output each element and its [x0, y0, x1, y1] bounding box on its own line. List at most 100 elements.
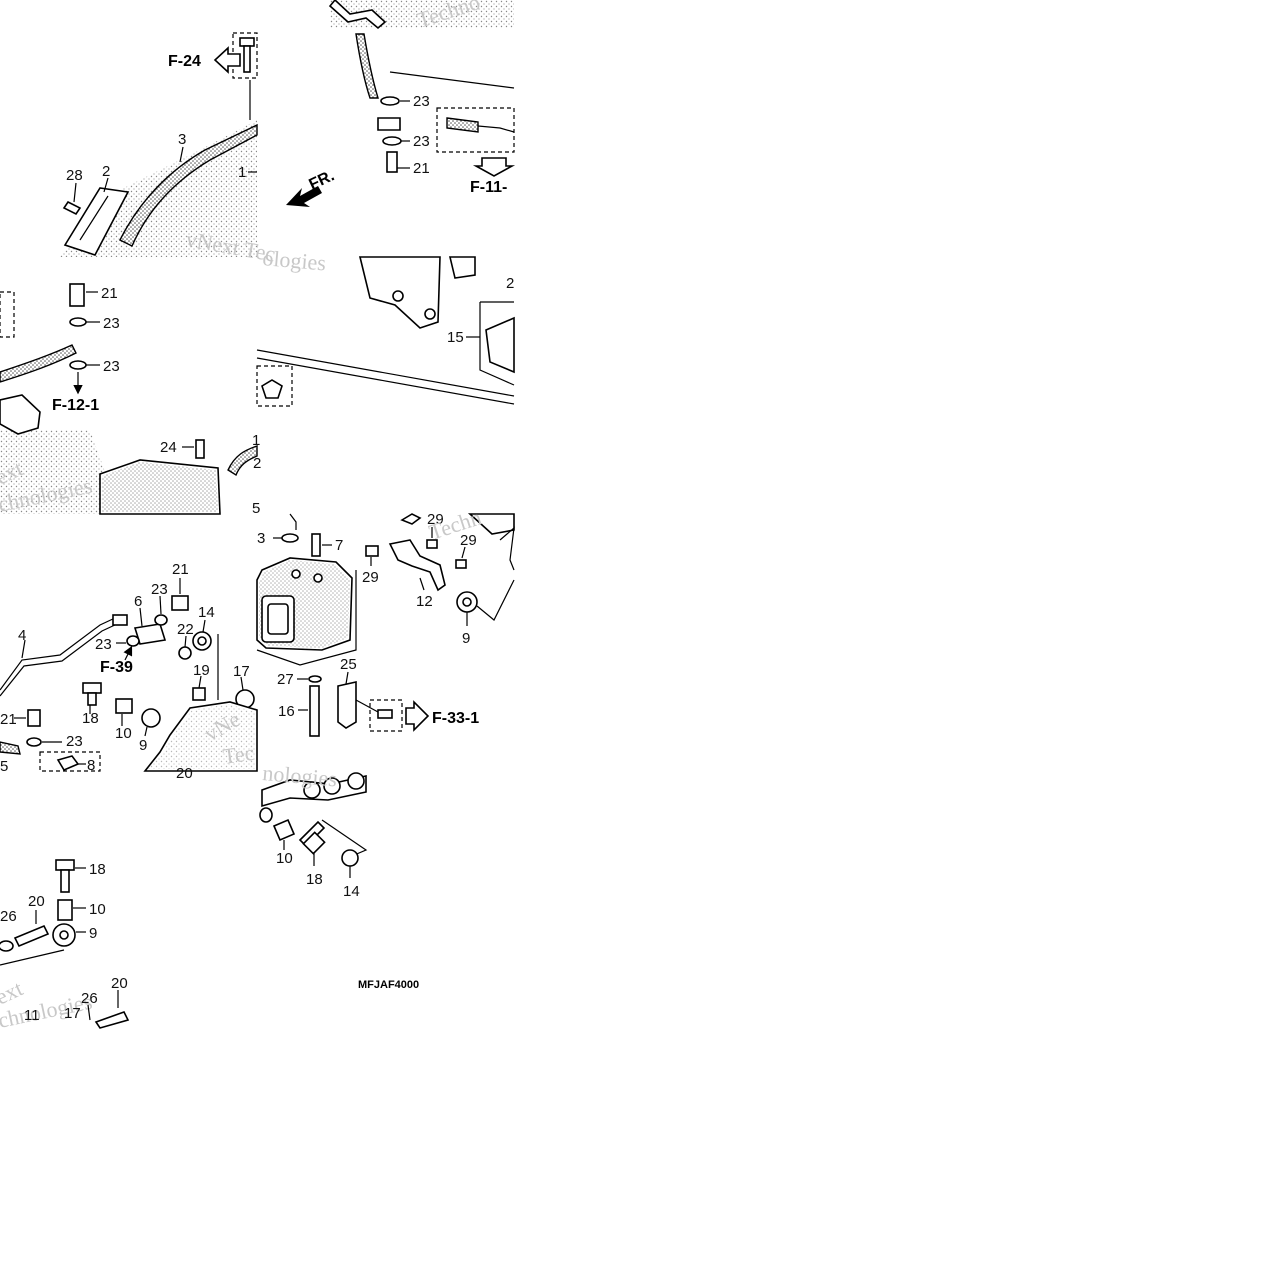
bolt-part: [27, 709, 41, 727]
callout-6: 6: [134, 593, 142, 610]
screw-part: [62, 200, 82, 216]
callout-23: 23: [413, 133, 430, 150]
callout-9: 9: [462, 630, 470, 647]
callout-2: 2: [253, 455, 261, 472]
callout-5: 5: [252, 500, 260, 517]
callout-21: 21: [101, 285, 118, 302]
tile-bracket-assembly: 4 6 21 23 23 F-39 14 22 19 17: [0, 561, 258, 782]
reference-f11: F-11-: [470, 179, 507, 196]
front-label: FR.: [307, 167, 338, 193]
fitting-part: [328, 0, 387, 30]
bolt-part: [69, 283, 85, 307]
grommet-part: [341, 849, 359, 867]
reference-arrow-f33: [405, 700, 430, 732]
callout-3: 3: [178, 131, 186, 148]
callout-19: 19: [193, 662, 210, 679]
bolt-part: [455, 559, 467, 569]
nipple-part: [311, 533, 321, 557]
port-part: [291, 569, 301, 579]
washer-part: [69, 360, 87, 370]
callout-10: 10: [115, 725, 132, 742]
brake-hose: [0, 344, 77, 383]
tile-hose-bracket: F-24 28 2 3 1 vNext Tec: [60, 32, 278, 267]
callout-15: 15: [447, 329, 464, 346]
washer-part: [380, 96, 400, 106]
callout-14: 14: [343, 883, 360, 900]
callout-23: 23: [66, 733, 83, 750]
dashed-box: [436, 107, 515, 153]
stay-part: [337, 681, 357, 729]
callout-20: 20: [111, 975, 128, 992]
bolt-head: [55, 859, 75, 871]
callout-22: 22: [177, 621, 194, 638]
washer-part: [281, 533, 299, 543]
reference-f39: F-39: [100, 659, 133, 676]
screw-part: [377, 709, 393, 719]
dashed-box: [369, 699, 403, 732]
callout-9: 9: [139, 737, 147, 754]
bolt-part: [386, 151, 398, 173]
dashed-box: [39, 751, 101, 772]
brake-hose: [119, 123, 258, 247]
callout-2: 2: [506, 275, 514, 292]
callout-23: 23: [151, 581, 168, 598]
grommet-hole: [197, 636, 207, 646]
tile-abs-modulator: 3 7 27 16 25 F-33-1 12 29 29 29: [256, 504, 515, 737]
callout-17: 17: [233, 663, 250, 680]
hose-detail: [446, 117, 479, 133]
callout-28: 28: [66, 167, 83, 184]
sensor-part: [485, 316, 515, 374]
callout-26: 26: [81, 990, 98, 1007]
callout-25: 25: [340, 656, 357, 673]
watermark-text: ologies: [262, 245, 327, 275]
collar-part: [57, 899, 73, 921]
pin-part: [309, 685, 320, 737]
bolt-shank: [87, 692, 97, 706]
bolt-part: [192, 687, 206, 701]
nut-part: [141, 708, 161, 728]
tile-upper-fittings: 21 23 23 F-12-1 24 2 1 5 ext chnologies: [0, 283, 261, 517]
bolt-head: [302, 831, 326, 855]
grommet-part: [323, 777, 341, 795]
nut-hole: [59, 930, 69, 940]
clip-part: [261, 379, 283, 399]
reference-arrow-f11: [472, 157, 516, 177]
callout-3: 3: [257, 530, 265, 547]
callout-12: 12: [416, 593, 433, 610]
callout-18: 18: [306, 871, 323, 888]
bolt-part: [171, 595, 189, 611]
callout-11: 11: [24, 1007, 40, 1024]
callout-10: 10: [276, 850, 293, 867]
front-arrow-icon: [286, 186, 322, 207]
clip-part: [56, 755, 80, 772]
port-part: [313, 573, 323, 583]
bolt-head: [82, 682, 102, 694]
reference-arrow-f24: [213, 46, 241, 74]
callout-23: 23: [103, 358, 120, 375]
callout-21: 21: [172, 561, 189, 578]
callout-24: 24: [160, 439, 177, 456]
watermark-text: Tec: [221, 740, 256, 769]
washer-part: [69, 317, 87, 327]
callout-17: 17: [64, 1005, 81, 1022]
collar-part: [115, 698, 133, 714]
bracket-part: [0, 394, 41, 435]
callout-29: 29: [362, 569, 379, 586]
callout-9: 9: [89, 925, 97, 942]
bolt-part: [365, 545, 379, 557]
washer-part: [259, 807, 273, 823]
callout-29: 29: [460, 532, 477, 549]
grommet-hole: [462, 597, 472, 607]
connector-face: [267, 603, 289, 635]
callout-2: 2: [102, 163, 110, 180]
tile-mount-plate: 2 15 ologies: [256, 245, 515, 407]
hole-part: [424, 308, 436, 320]
hose-detail: [0, 741, 21, 755]
clip-part: [400, 513, 422, 525]
nut-part: [178, 646, 192, 660]
callout-23: 23: [413, 93, 430, 110]
callout-18: 18: [82, 710, 99, 727]
callout-4: 4: [18, 627, 26, 644]
bolt-head: [239, 37, 255, 47]
